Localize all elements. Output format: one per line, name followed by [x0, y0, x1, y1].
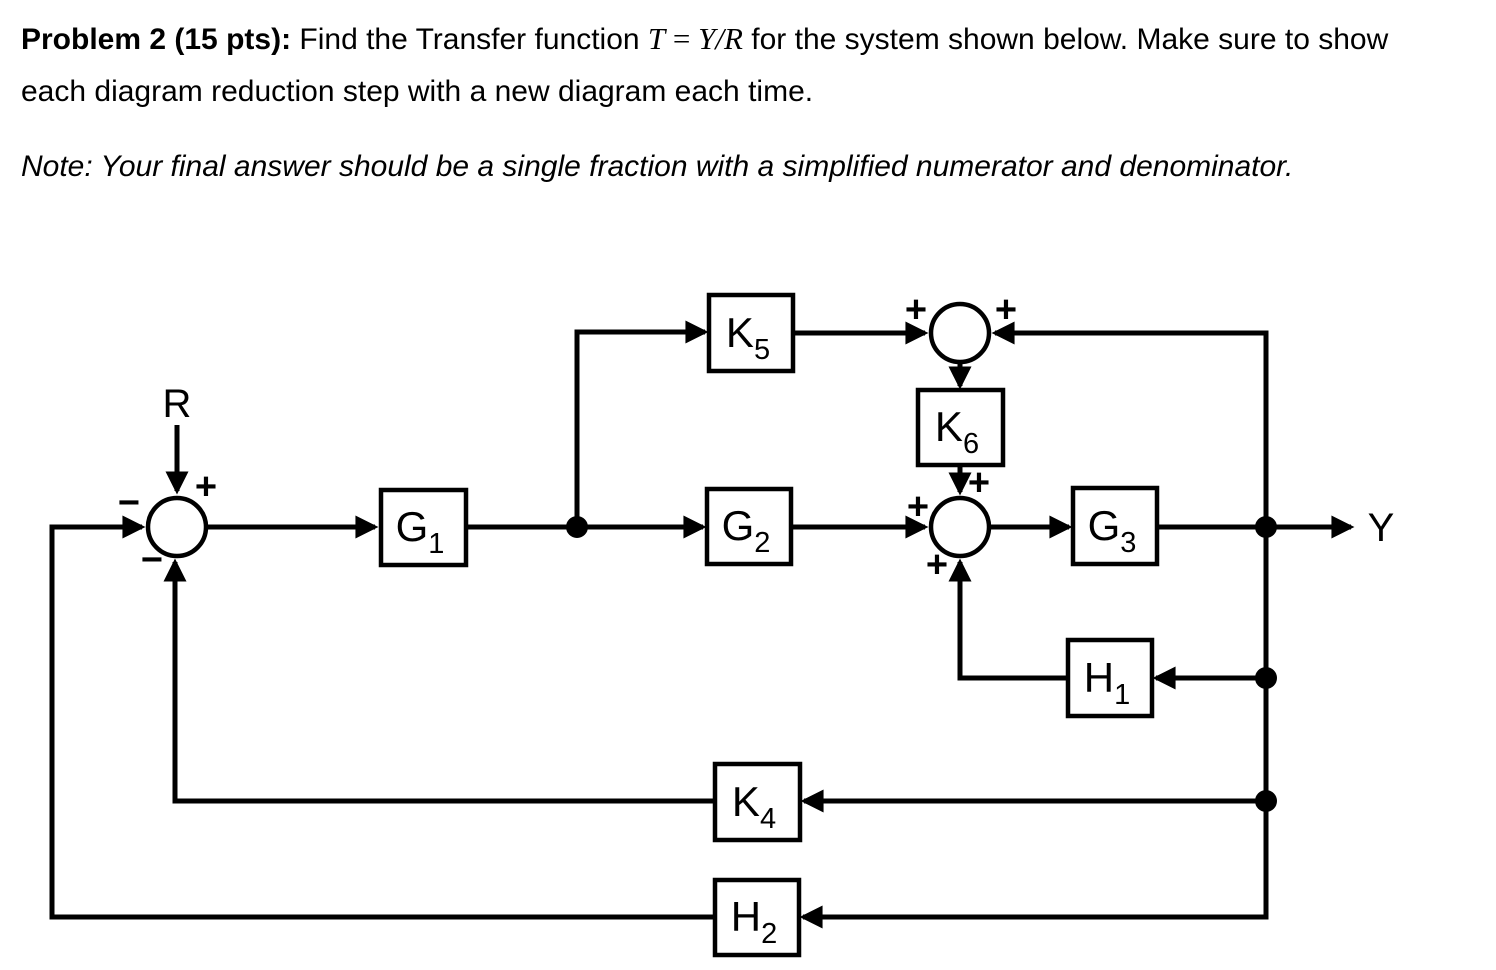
- summing-junction-2: [928, 301, 992, 365]
- problem-statement: Problem 2 (15 pts): Find the Transfer fu…: [21, 12, 1441, 117]
- output-label-y: Y: [1368, 506, 1395, 550]
- math-expression: T = Y/R: [648, 21, 743, 56]
- block-h2-box: [712, 877, 802, 958]
- input-label-r: R: [163, 382, 192, 426]
- statement-before-math: Find the Transfer function: [291, 23, 648, 56]
- block-g1-box: [378, 487, 469, 568]
- sum3-sign-left-plus: +: [907, 486, 929, 528]
- block-k4-box: [712, 761, 803, 843]
- block-k5: K5: [706, 292, 796, 374]
- problem-number-label: Problem 2 (15 pts):: [21, 23, 292, 56]
- branch-dot-k4-tap: [1255, 790, 1277, 812]
- block-k5-box: [706, 292, 796, 374]
- block-g3-box: [1070, 485, 1160, 567]
- summing-junction-1: [145, 495, 209, 559]
- block-g2-box: [704, 486, 794, 567]
- sum2-sign-right-plus: +: [995, 289, 1017, 331]
- problem-text-section: Problem 2 (15 pts): Find the Transfer fu…: [21, 12, 1441, 193]
- block-diagram: G1 G2 G3 K5 K6 H1 K4 H2: [49, 289, 1395, 958]
- block-h1-box: [1065, 637, 1155, 719]
- block-g1-label: G1: [396, 503, 445, 560]
- wire-y-sum2-feedback: [991, 321, 1269, 530]
- block-h1: H1: [1065, 637, 1155, 719]
- sum3-sign-bottom-plus: +: [926, 544, 948, 586]
- math-equals: =: [665, 21, 699, 56]
- sum2-sign-left-plus: +: [905, 289, 927, 331]
- block-g3: G3: [1070, 485, 1160, 567]
- block-g1: G1: [378, 487, 469, 568]
- statement-after-math: for the system shown below. Make sure to…: [21, 23, 1389, 108]
- block-k6-box: [915, 387, 1006, 468]
- math-var-t: T: [647, 21, 666, 56]
- problem-note: Note: Your final answer should be a sing…: [21, 150, 1294, 184]
- block-h1-label: H1: [1084, 654, 1130, 711]
- block-h2-label: H2: [731, 893, 777, 950]
- wire-k4-sum1: [163, 558, 717, 804]
- block-g3-label: G3: [1088, 502, 1137, 559]
- sum3-sign-top-plus: +: [968, 462, 990, 504]
- block-k4: K4: [712, 761, 803, 843]
- sum1-sign-bottom-minus: −: [141, 539, 163, 581]
- wire-h1-sum3: [948, 558, 1070, 681]
- branch-dot-y: [1255, 516, 1277, 538]
- block-g2: G2: [704, 486, 794, 567]
- branch-dot-h1-tap: [1255, 667, 1277, 689]
- wire-feedback-rail-h2: [799, 525, 1269, 929]
- branch-dot-g1-output: [566, 516, 588, 538]
- math-var-y-over-r: Y/R: [698, 21, 743, 56]
- wire-h2-sum1: [49, 515, 717, 920]
- sum1-sign-left-minus: −: [118, 482, 140, 524]
- block-h2: H2: [712, 877, 802, 958]
- block-g2-label: G2: [722, 502, 771, 559]
- sum1-sign-top-plus: +: [195, 466, 217, 508]
- block-k5-label: K5: [726, 309, 770, 366]
- summing-junction-3: [928, 495, 992, 559]
- block-k6-label: K6: [935, 403, 979, 460]
- wire-branch-k5: [574, 320, 709, 530]
- block-k4-label: K4: [732, 778, 776, 835]
- block-k6: K6: [915, 387, 1006, 468]
